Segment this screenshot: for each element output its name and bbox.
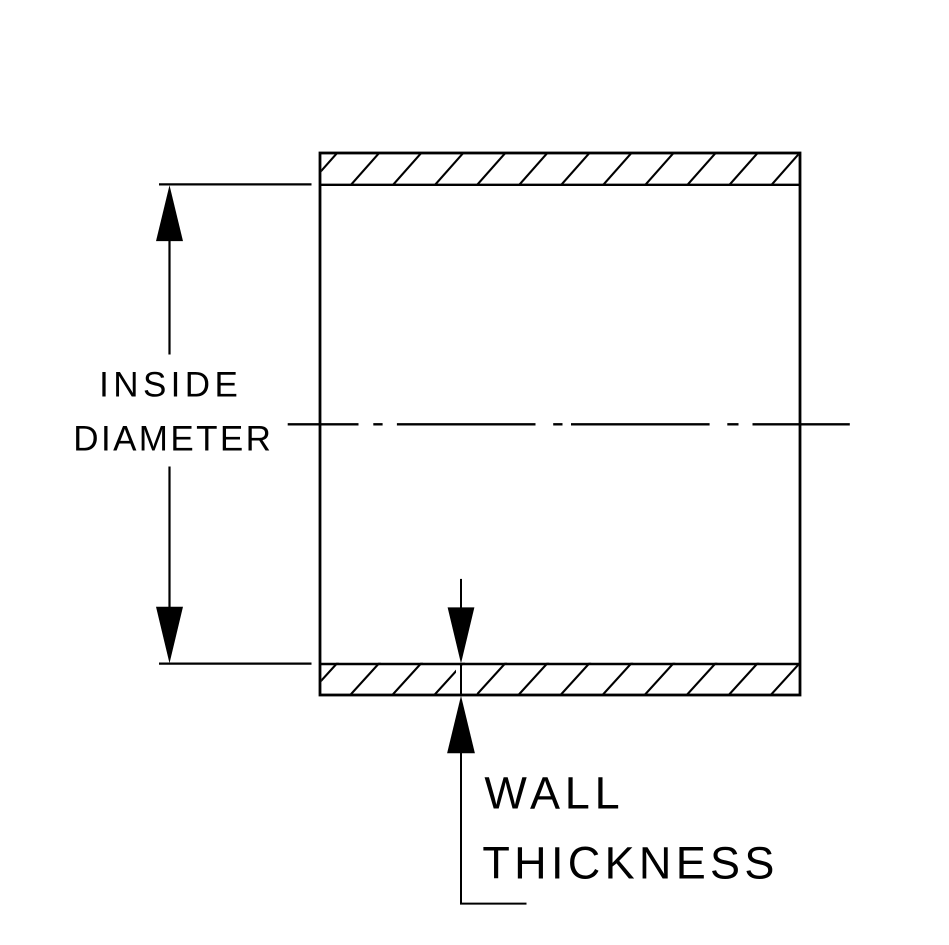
svg-text:INSIDE: INSIDE [99, 366, 242, 405]
svg-text:WALL: WALL [484, 768, 624, 819]
svg-text:THICKNESS: THICKNESS [482, 838, 778, 889]
svg-text:DIAMETER: DIAMETER [73, 419, 273, 458]
